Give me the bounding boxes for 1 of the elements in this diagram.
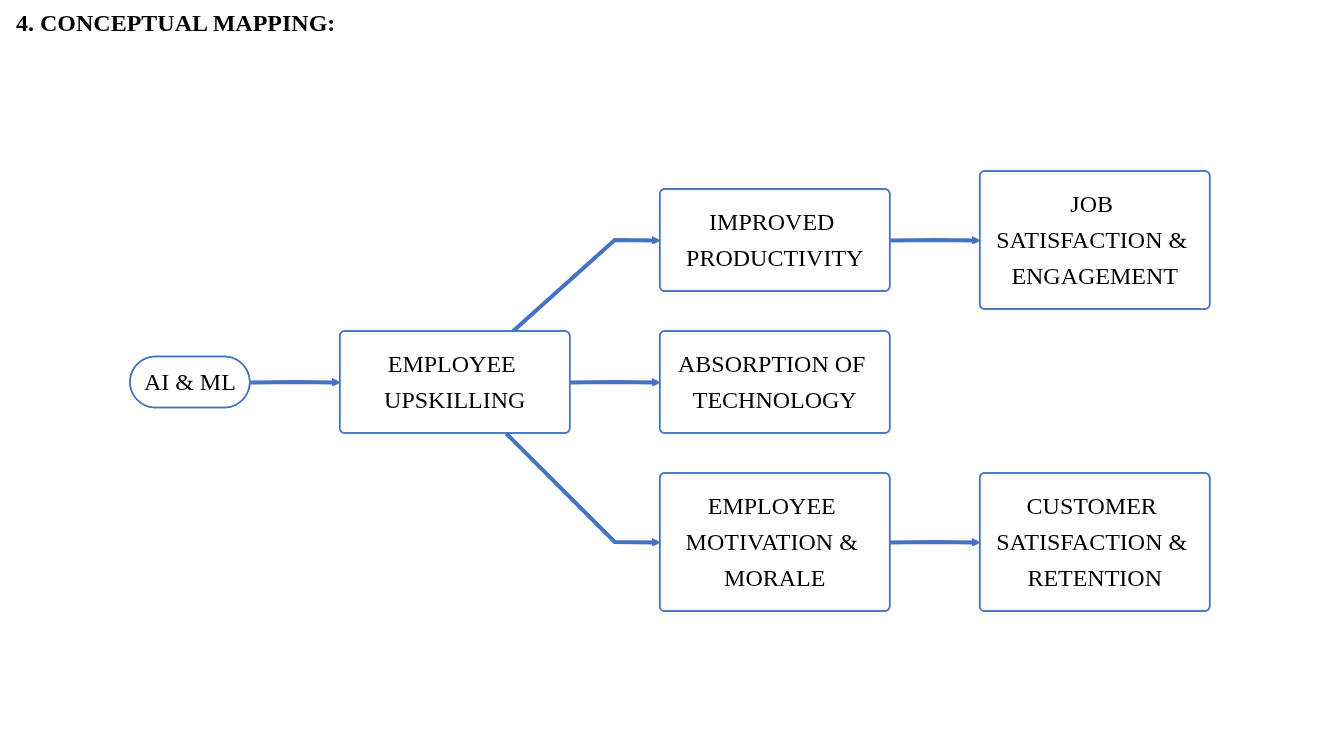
diagram-title: 4. CONCEPTUAL MAPPING:	[16, 10, 337, 37]
